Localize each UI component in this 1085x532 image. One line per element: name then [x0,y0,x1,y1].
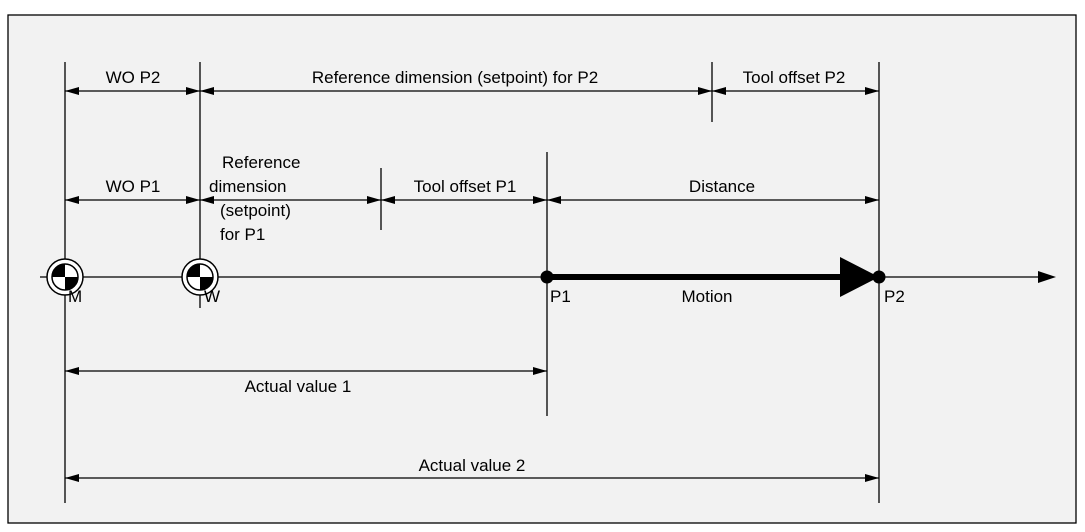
machine-zero-label: M [68,287,82,306]
tool-offset-p1-label: Tool offset P1 [414,177,517,196]
p1-label: P1 [550,287,571,306]
motion-arrowhead [840,257,879,297]
distance-label: Distance [689,177,755,196]
tool-offset-p2-label: Tool offset P2 [743,68,846,87]
actual-value-1-label: Actual value 1 [245,377,352,396]
reference-dimension-p1-label-line-1: Reference [222,153,300,172]
machine-zero-symbol-icon [46,258,84,296]
workpiece-zero-label: W [204,287,220,306]
reference-dimension-p1-label-line-2: dimension [209,177,287,196]
p2-point [872,270,886,284]
wo-p2-label: WO P2 [106,68,161,87]
reference-dimension-p1-label-line-3: (setpoint) [220,201,291,220]
motion-label: Motion [681,287,732,306]
reference-dimension-p1-label-line-4: for P1 [220,225,265,244]
travel-axis-arrowhead [1038,271,1056,283]
workpiece-zero-symbol-icon [181,258,219,296]
actual-value-2-label: Actual value 2 [419,456,526,475]
p1-point [540,270,554,284]
p2-label: P2 [884,287,905,306]
reference-dimension-p2-label: Reference dimension (setpoint) for P2 [312,68,598,87]
wo-p1-label: WO P1 [106,177,161,196]
